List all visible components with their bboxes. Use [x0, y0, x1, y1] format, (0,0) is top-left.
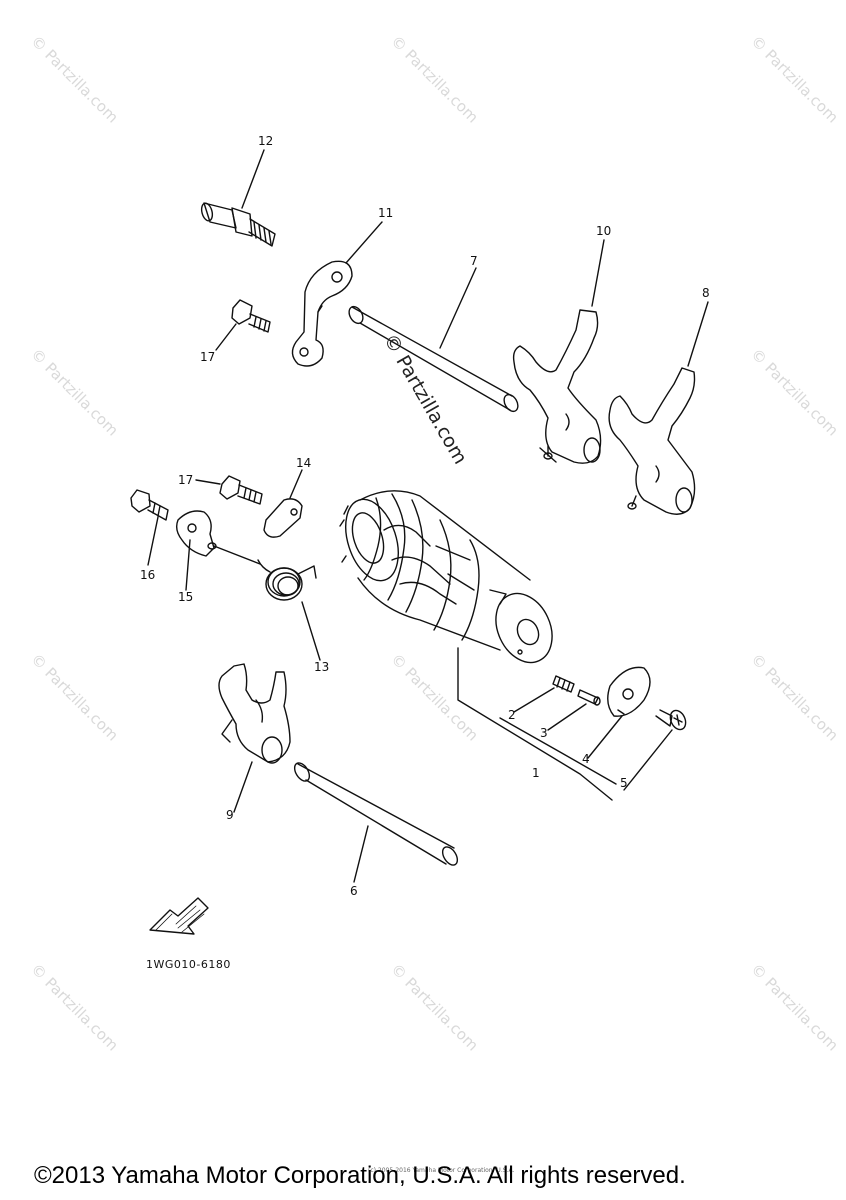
leader-9	[233, 761, 253, 813]
pin-2	[552, 675, 575, 693]
leader-6	[353, 825, 369, 883]
part-label-1: 1	[532, 766, 540, 780]
screw-5	[655, 709, 687, 731]
leader-8	[687, 301, 709, 367]
part-label-5: 5	[620, 776, 628, 790]
part-label-15: 15	[178, 590, 194, 604]
shift-fork-9	[218, 663, 291, 764]
leader-10	[591, 239, 605, 307]
leader-5	[623, 729, 673, 791]
guide-bar-6	[293, 762, 459, 866]
part-label-6: 6	[350, 884, 358, 898]
bracket-1	[457, 647, 613, 801]
part-label-8: 8	[702, 286, 710, 300]
stud-bolt-12	[200, 202, 276, 247]
stopper-lever-11	[291, 260, 353, 367]
bracket-line	[499, 717, 617, 785]
diagram-code: 1WG010-6180	[146, 958, 231, 971]
part-label-14: 14	[296, 456, 312, 470]
leader-3	[547, 703, 587, 731]
leader-15	[185, 539, 191, 591]
bolt-17-upper	[231, 299, 271, 333]
part-label-7: 7	[470, 254, 478, 268]
part-label-16: 16	[140, 568, 156, 582]
guide-bar-7	[348, 305, 519, 413]
leader-7	[439, 267, 477, 349]
part-label-13: 13	[314, 660, 330, 674]
part-label-12: 12	[258, 134, 274, 148]
leader-4	[587, 715, 623, 759]
part-label-3: 3	[540, 726, 548, 740]
copyright-notice: ©2013 Yamaha Motor Corporation, U.S.A. A…	[34, 1162, 686, 1189]
leader-12	[241, 149, 265, 209]
part-label-17a: 17	[200, 350, 216, 364]
bolt-17-lower	[219, 475, 263, 505]
bolt-16	[130, 489, 169, 521]
segment-plate-14	[263, 498, 303, 538]
part-label-17b: 17	[178, 473, 194, 487]
lever-15	[175, 510, 261, 565]
leader-16	[147, 516, 159, 566]
leader-17b	[195, 479, 221, 485]
shift-drum-1	[339, 490, 553, 664]
part-label-9: 9	[226, 808, 234, 822]
tiny-credit: (c) 2005-2016 Yamaha Motor Corporation, …	[368, 1167, 515, 1174]
part-label-10: 10	[596, 224, 612, 238]
part-label-2: 2	[508, 708, 516, 722]
shift-fork-10	[512, 309, 602, 464]
leader-14	[289, 469, 303, 499]
fwd-arrow-icon	[149, 897, 209, 935]
torsion-spring-13	[257, 559, 317, 601]
leader-13	[301, 601, 321, 661]
washer-4	[607, 666, 651, 717]
leader-17a	[215, 323, 237, 351]
part-label-4: 4	[582, 752, 590, 766]
leader-11	[345, 221, 383, 264]
dowel-3	[577, 689, 601, 706]
part-label-11: 11	[378, 206, 394, 220]
leader-2	[513, 687, 555, 713]
shift-fork-8	[608, 367, 696, 515]
